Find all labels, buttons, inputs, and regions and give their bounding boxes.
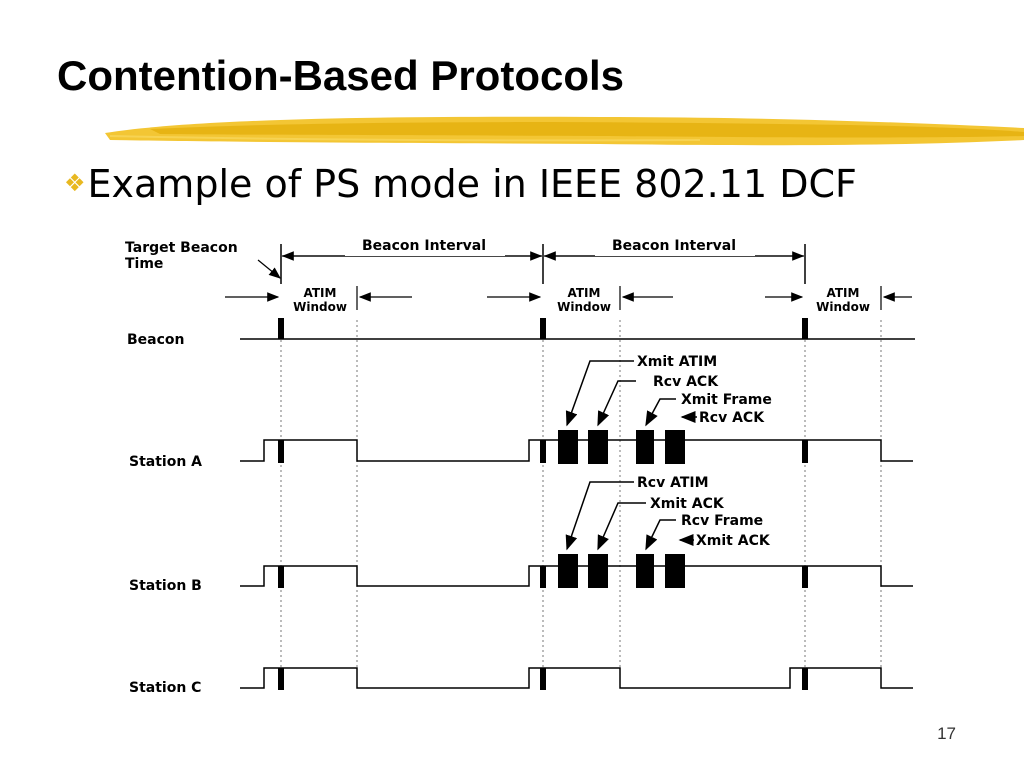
station-a-frames bbox=[278, 430, 808, 464]
bullet-text: Example of PS mode in IEEE 802.11 DCF bbox=[87, 162, 857, 206]
station-a-event-rcv-ack-2: Rcv ACK bbox=[699, 410, 765, 426]
target-beacon-label-line2: Time bbox=[125, 256, 163, 272]
row-label-station-a: Station A bbox=[129, 454, 202, 470]
atim-window-2-line2: Window bbox=[557, 300, 611, 314]
atim-window-2-line1: ATIM bbox=[568, 286, 601, 300]
station-b-event-pointers bbox=[565, 481, 694, 551]
slide-title: Contention-Based Protocols bbox=[57, 52, 625, 99]
target-beacon-label-line1: Target Beacon bbox=[125, 240, 238, 256]
station-a-event-xmit-frame: Xmit Frame bbox=[681, 392, 772, 408]
atim-window-3-line2: Window bbox=[816, 300, 870, 314]
station-a-event-xmit-atim: Xmit ATIM bbox=[637, 354, 717, 370]
row-label-beacon: Beacon bbox=[127, 332, 185, 348]
station-b-timeline bbox=[240, 565, 913, 587]
station-c-timeline bbox=[240, 667, 913, 689]
row-label-station-b: Station B bbox=[129, 578, 202, 594]
diamond-cluster-icon: ❖ bbox=[64, 169, 86, 197]
target-beacon-pointer bbox=[257, 259, 281, 279]
station-a-timeline bbox=[240, 439, 913, 462]
yellow-brush-stroke bbox=[105, 116, 1024, 146]
station-b-frames bbox=[278, 554, 808, 588]
station-b-event-rcv-frame: Rcv Frame bbox=[681, 513, 763, 529]
station-b-event-rcv-atim: Rcv ATIM bbox=[637, 475, 709, 491]
page-number: 17 bbox=[937, 724, 956, 743]
bullet-item: ❖Example of PS mode in IEEE 802.11 DCF bbox=[64, 162, 857, 206]
station-a-event-rcv-ack: Rcv ACK bbox=[653, 374, 719, 390]
atim-window-1-line1: ATIM bbox=[304, 286, 337, 300]
station-b-event-xmit-ack-2: Xmit ACK bbox=[696, 533, 771, 549]
beacon-timeline bbox=[240, 318, 915, 340]
station-a-event-pointers bbox=[565, 360, 697, 427]
atim-window-1-line2: Window bbox=[293, 300, 347, 314]
station-c-frames bbox=[278, 668, 808, 690]
beacon-interval-label-2: Beacon Interval bbox=[612, 238, 736, 254]
timing-guide-lines bbox=[280, 320, 882, 690]
atim-window-3-line1: ATIM bbox=[827, 286, 860, 300]
station-b-event-xmit-ack: Xmit ACK bbox=[650, 496, 725, 512]
row-label-station-c: Station C bbox=[129, 680, 201, 696]
beacon-interval-label-1: Beacon Interval bbox=[362, 238, 486, 254]
